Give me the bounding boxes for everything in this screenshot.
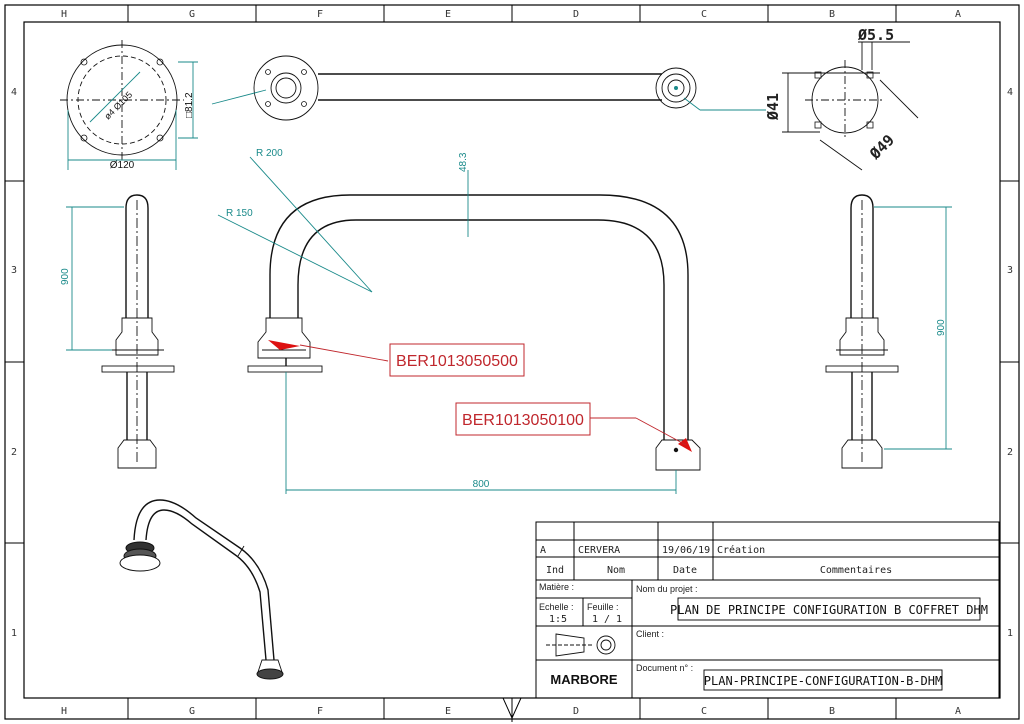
col-label-bottom: B [829, 706, 835, 717]
echelle-value: 1:5 [549, 614, 567, 625]
plate-detail-view [782, 41, 919, 171]
col-label-top: A [955, 9, 961, 20]
row-label-left: 2 [11, 447, 17, 458]
header-comments: Commentaires [820, 565, 892, 576]
dim-plate-bolt-circle: Ø49 [865, 131, 898, 164]
col-label-bottom: C [701, 706, 707, 717]
col-label-bottom: D [573, 706, 579, 717]
arm-top-view [211, 55, 766, 121]
echelle-label: Echelle : [539, 602, 574, 612]
row-label-right: 1 [1007, 628, 1013, 639]
dim-front-tube-height: 48.3 [458, 152, 469, 172]
projection-symbol [546, 633, 616, 657]
header-date: Date [673, 565, 697, 576]
ref-tag-left-box [389, 343, 525, 377]
dim-flange-diameter: Ø120 [110, 160, 135, 171]
row-label-left: 1 [11, 628, 17, 639]
col-label-bottom: H [61, 706, 67, 717]
right-side-view [825, 194, 952, 469]
col-label-top: D [573, 9, 579, 20]
flange-top-view [60, 40, 198, 170]
col-label-top: H [61, 9, 67, 20]
feuille-value: 1 / 1 [592, 614, 622, 625]
dim-plate-hole: Ø5.5 [857, 26, 894, 44]
title-block [535, 521, 1000, 699]
document-label: Document n° : [636, 663, 693, 673]
nom-projet-box [677, 597, 981, 621]
rev-date: 19/06/19 [662, 545, 710, 556]
document-value: PLAN-PRINCIPE-CONFIGURATION-B-DHM [704, 674, 942, 688]
col-label-bottom: G [189, 706, 195, 717]
nom-projet-label: Nom du projet : [636, 584, 698, 594]
dim-front-radius-inner: R 150 [226, 208, 253, 219]
rev-name: CERVERA [578, 545, 620, 556]
row-label-left: 4 [11, 87, 17, 98]
front-view [217, 156, 701, 494]
row-label-left: 3 [11, 265, 17, 276]
dim-left-height: 900 [60, 268, 71, 285]
ref-tag-right-box [455, 402, 591, 436]
nom-projet-value: PLAN DE PRINCIPE CONFIGURATION B COFFRET… [670, 603, 988, 617]
row-label-right: 3 [1007, 265, 1013, 276]
col-label-bottom: F [317, 706, 323, 717]
left-side-view [66, 194, 175, 469]
header-ind: Ind [546, 565, 564, 576]
col-label-bottom: E [445, 706, 451, 717]
matiere-label: Matière : [539, 582, 574, 592]
dim-front-width: 800 [473, 479, 490, 490]
dim-front-radius-outer: R 200 [256, 148, 283, 159]
row-label-right: 2 [1007, 447, 1013, 458]
col-label-top: F [317, 9, 323, 20]
document-box [703, 669, 943, 691]
col-label-top: G [189, 9, 195, 20]
row-label-right: 4 [1007, 87, 1013, 98]
rev-comment: Création [717, 544, 765, 556]
dim-right-height: 900 [936, 319, 947, 336]
col-label-top: B [829, 9, 835, 20]
feuille-label: Feuille : [587, 602, 619, 612]
dim-plate-bore: Ø41 [764, 93, 782, 121]
company-logo: MARBORE [550, 672, 617, 687]
rev-index: A [540, 545, 546, 556]
col-label-bottom: A [955, 706, 961, 717]
header-nom: Nom [607, 565, 625, 576]
col-label-top: E [445, 9, 451, 20]
client-label: Client : [636, 629, 664, 639]
ref-tag-right: BER1013050100 [462, 412, 584, 429]
col-label-top: C [701, 9, 707, 20]
ref-tag-left: BER1013050500 [396, 353, 518, 370]
dim-flange-square: □81.2 [184, 92, 195, 118]
isometric-view [119, 499, 284, 680]
